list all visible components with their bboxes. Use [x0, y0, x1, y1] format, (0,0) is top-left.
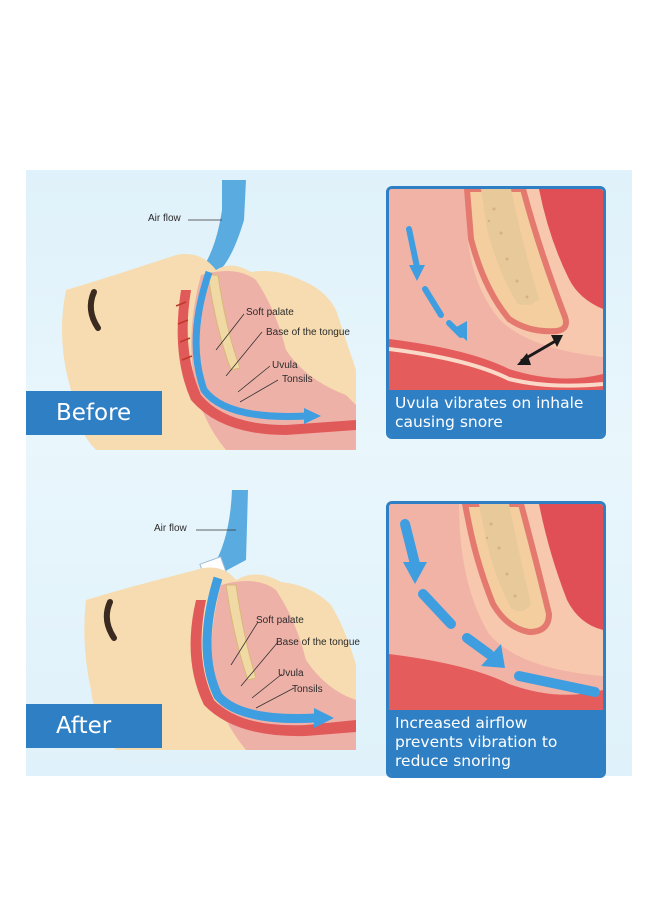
- after-tag: After: [26, 704, 162, 748]
- label-tonsils: Tonsils: [282, 374, 313, 385]
- before-head-illustration: Air flow Soft palate Base of the tongue …: [26, 180, 366, 480]
- label-uvula: Uvula: [278, 668, 304, 679]
- before-zoom-illustration: [389, 189, 603, 390]
- before-caption: Uvula vibrates on inhale causing snore: [389, 390, 603, 436]
- after-zoom-illustration: [389, 504, 603, 710]
- after-zoom-panel: Increased airflow prevents vibration to …: [386, 501, 606, 778]
- label-base-of-tongue: Base of the tongue: [266, 327, 350, 338]
- label-base-of-tongue: Base of the tongue: [276, 637, 360, 648]
- before-zoom-panel: Uvula vibrates on inhale causing snore: [386, 186, 606, 439]
- label-soft-palate: Soft palate: [256, 615, 304, 626]
- before-tag: Before: [26, 391, 162, 435]
- label-air-flow: Air flow: [154, 523, 187, 534]
- after-caption: Increased airflow prevents vibration to …: [389, 710, 603, 775]
- label-air-flow: Air flow: [148, 213, 181, 224]
- label-tonsils: Tonsils: [292, 684, 323, 695]
- label-uvula: Uvula: [272, 360, 298, 371]
- label-soft-palate: Soft palate: [246, 307, 294, 318]
